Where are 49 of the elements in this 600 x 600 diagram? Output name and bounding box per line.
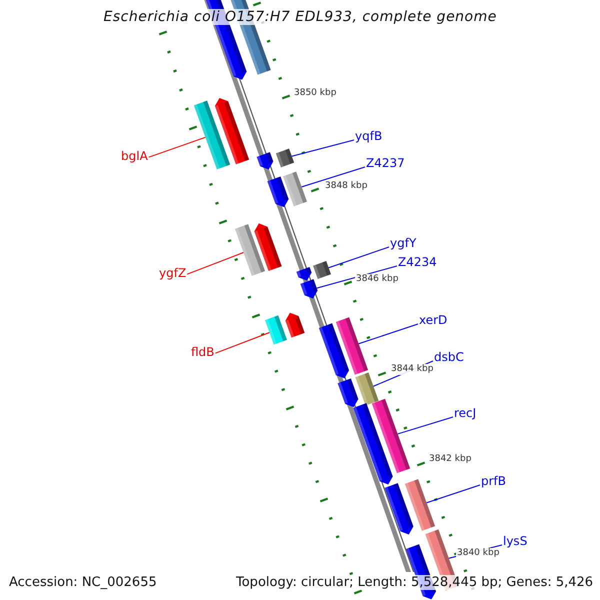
gene-label: dsbC	[434, 351, 464, 363]
gene-feature	[283, 172, 307, 206]
gene-label: ygfY	[390, 237, 416, 249]
gene-label: bglA	[121, 150, 148, 162]
tick-label: 3840 kbp	[456, 548, 500, 559]
gene-feature	[313, 261, 331, 279]
gene-label: lysS	[503, 535, 528, 547]
tick-label: 3848 kbp	[324, 181, 368, 192]
gene-label: yqfB	[355, 130, 382, 142]
gene-feature	[300, 279, 318, 298]
gene-feature	[194, 100, 230, 170]
gene-label: Z4237	[366, 157, 405, 169]
gene-feature	[234, 224, 266, 276]
gene-feature	[336, 317, 368, 375]
gene-label: recJ	[454, 407, 476, 419]
gene-label: xerD	[419, 314, 448, 326]
gene-feature	[267, 176, 289, 208]
gene-label: fldB	[191, 346, 214, 358]
leader-line	[186, 252, 244, 275]
gene-feature	[404, 479, 436, 531]
gene-feature	[384, 483, 414, 534]
leader-line	[397, 416, 454, 434]
gene-feature	[318, 323, 350, 378]
gene-label: prfB	[481, 475, 506, 487]
tick-label: 3842 kbp	[428, 454, 472, 465]
tick-label: 3846 kbp	[355, 274, 400, 285]
gene-label: ygfZ	[159, 267, 186, 279]
gene-feature	[353, 403, 393, 485]
leader-line	[148, 136, 206, 158]
gene-feature	[338, 378, 358, 408]
tick-label: 3844 kbp	[390, 364, 434, 375]
gene-feature	[265, 315, 287, 345]
leader-line	[328, 246, 390, 268]
gene-feature	[285, 312, 305, 338]
leader-line	[291, 140, 354, 157]
leader-line	[214, 332, 270, 354]
gene-feature	[372, 398, 410, 474]
gene-feature	[355, 372, 379, 406]
gene-feature	[254, 223, 282, 271]
gene-label: Z4234	[398, 256, 437, 268]
gene-feature	[214, 98, 250, 164]
gene-feature	[296, 266, 312, 281]
accession-text: Accession: NC_002655	[8, 575, 158, 590]
gene-feature	[256, 152, 274, 170]
leader-line	[358, 324, 418, 344]
gene-feature	[276, 148, 294, 168]
leader-line	[426, 484, 480, 504]
tick-label: 3850 kbp	[293, 88, 338, 99]
leader-line	[301, 166, 366, 188]
